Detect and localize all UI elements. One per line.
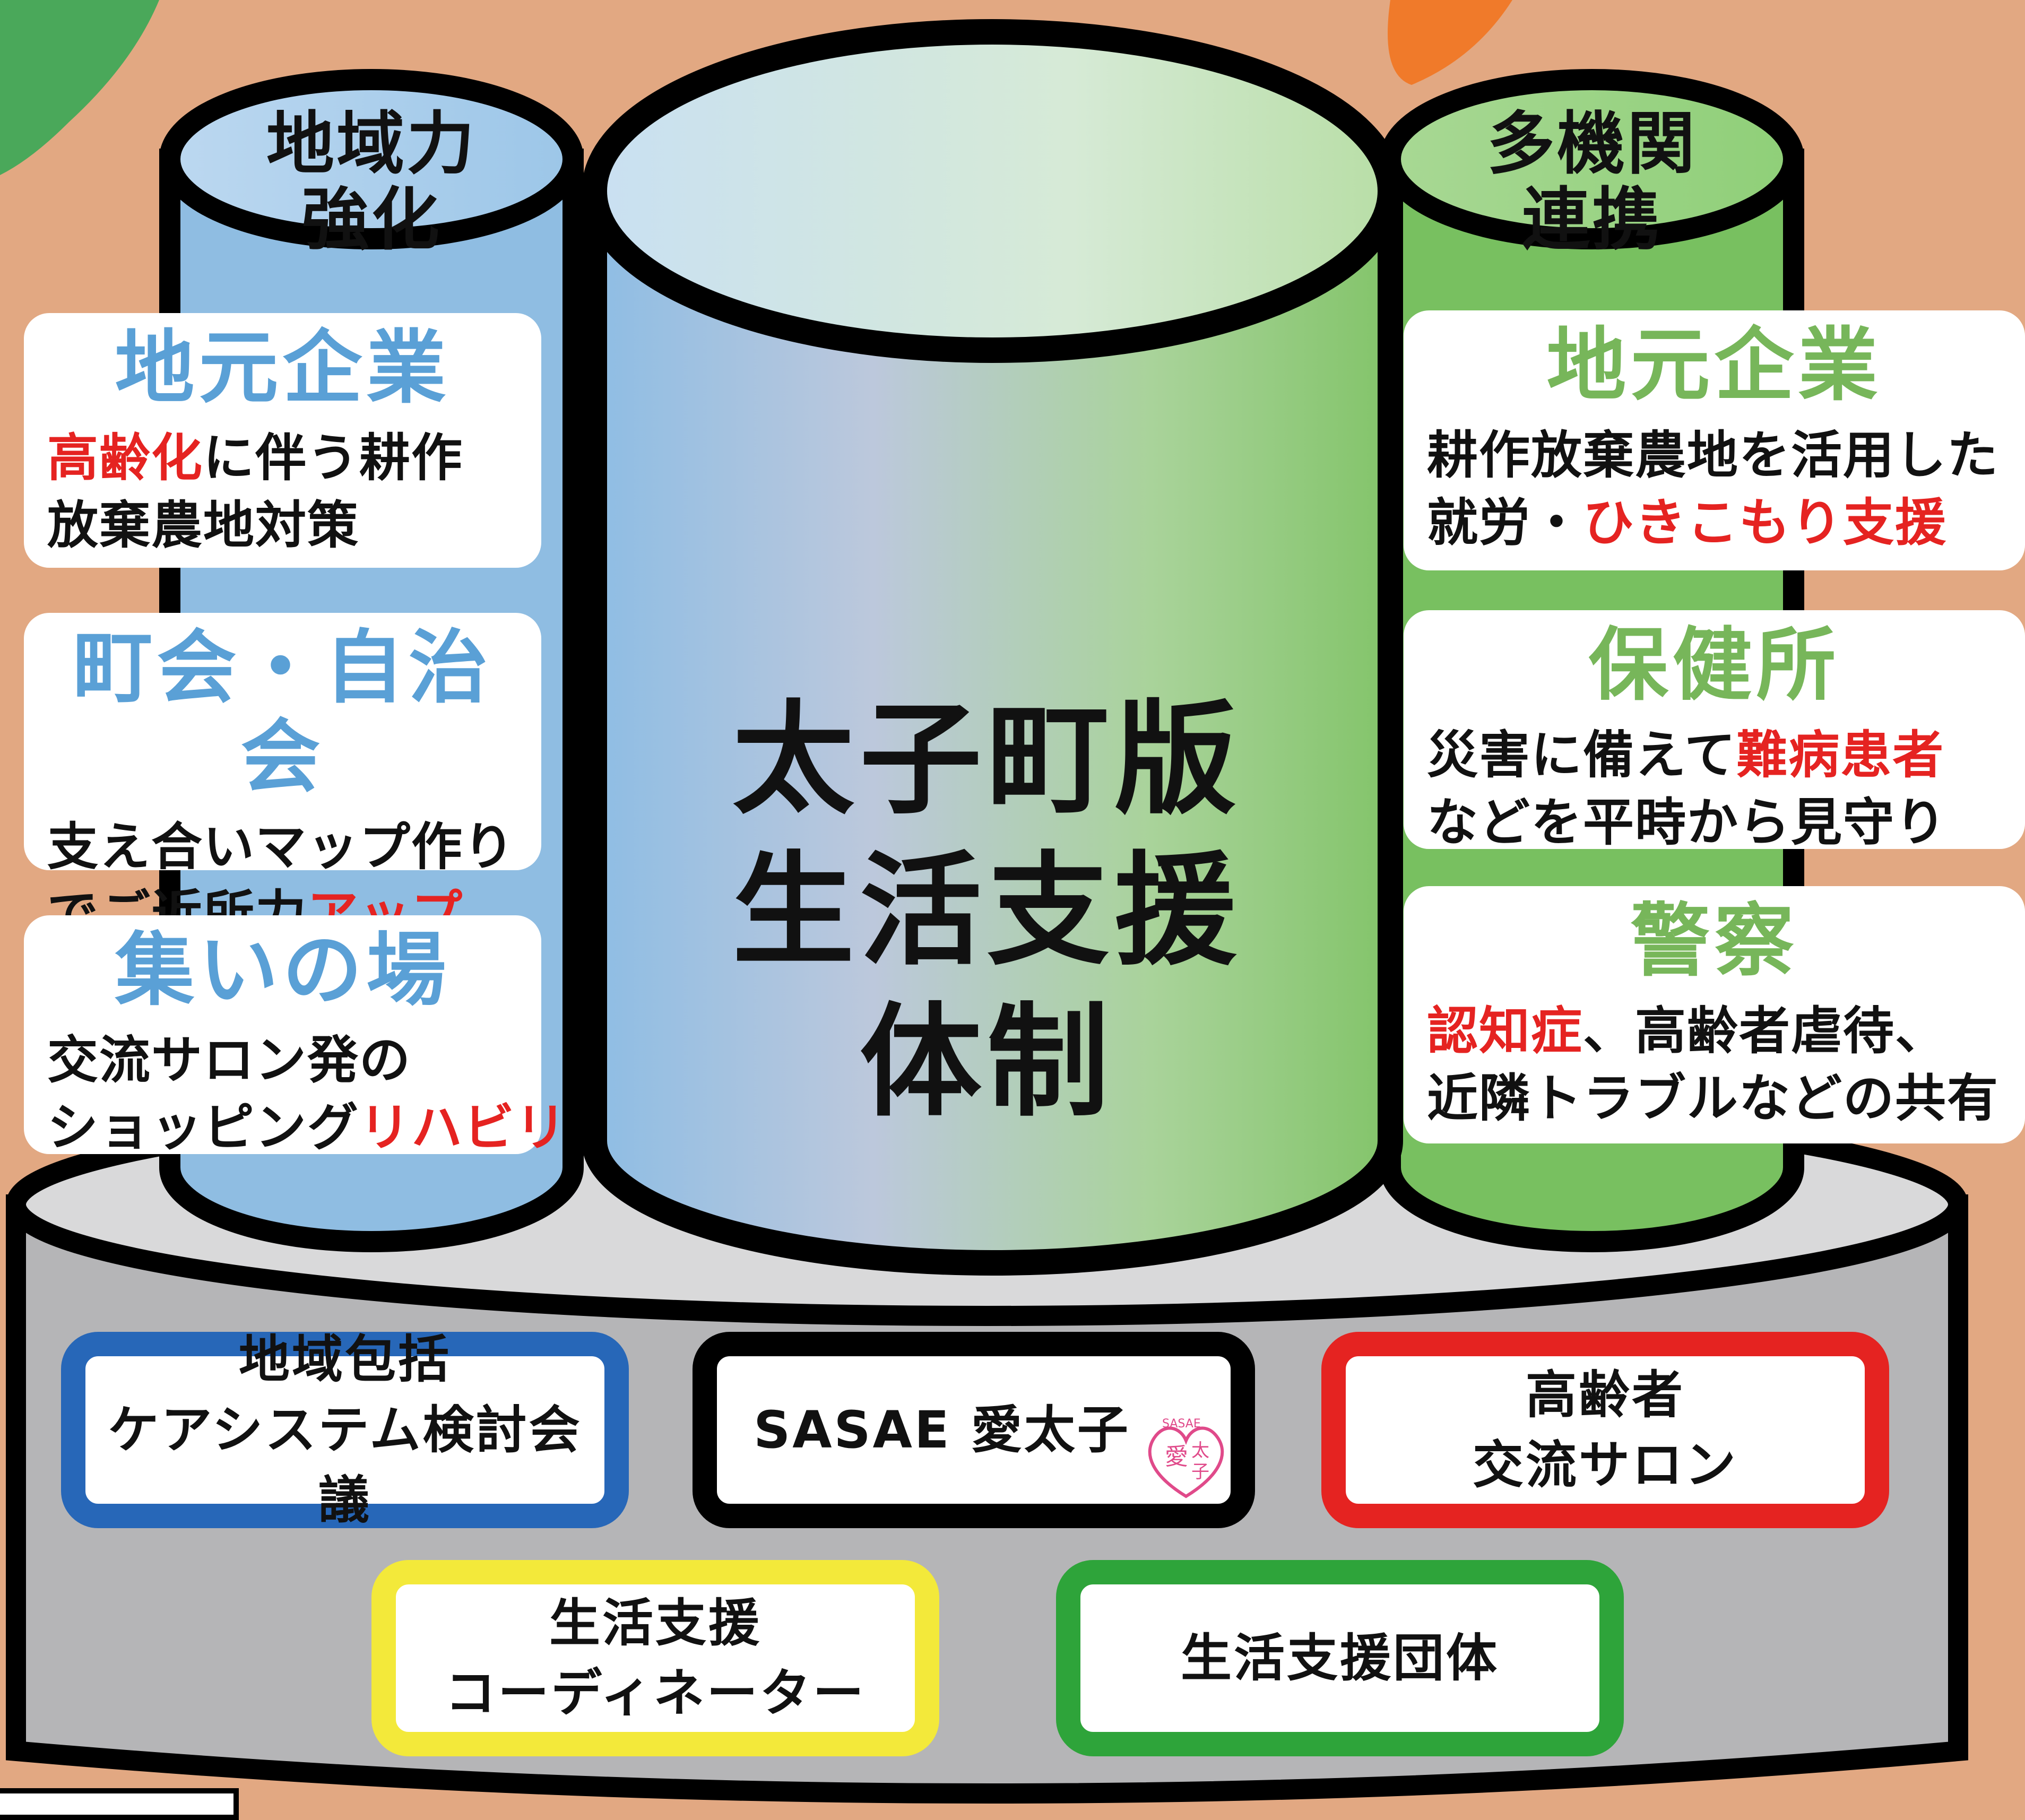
left-card-3-title: 集いの場 <box>115 924 451 1017</box>
right-card-2-title: 保健所 <box>1588 619 1840 712</box>
left-card-1: 地元企業高齢化に伴う耕作放棄農地対策 <box>24 313 541 568</box>
koreisha-salon-box: 高齢者 交流サロン <box>1321 1332 1889 1528</box>
highlighted-text: 難病患者 <box>1736 725 1945 785</box>
right-card-2-line-1: 災害に備えて難病患者 <box>1427 722 2002 789</box>
highlighted-text: 高齢化 <box>47 428 203 488</box>
corner-frame <box>0 1788 239 1820</box>
seikatsu-shien-dantai-box: 生活支援団体 <box>1056 1560 1624 1756</box>
right-card-2: 保健所災害に備えて難病患者などを平時から見守り <box>1404 610 2025 852</box>
center-title: 太子町版 生活支援 体制 <box>616 684 1358 1139</box>
chiiki-houkatsu-line-1: 地域包括 <box>239 1330 451 1390</box>
card-text: 就労・ <box>1427 492 1583 552</box>
card-text: 支え合いマップ作り <box>47 817 515 877</box>
card-text: 、高齢者虐待、 <box>1583 1001 1947 1061</box>
logo-text-ai: 愛 <box>1165 1443 1188 1470</box>
left-card-2-line-1: 支え合いマップ作り <box>47 813 518 881</box>
card-text: 放棄農地対策 <box>47 495 359 555</box>
left-card-3-line-2: ショッピングリハビリ <box>47 1094 566 1162</box>
seikatsu-shien-dantai-label: 生活支援団体 <box>1181 1628 1499 1688</box>
left-column-title-line-2: 強化 <box>301 180 442 260</box>
decorative-orange-stroke <box>1388 0 1512 85</box>
right-card-3-title: 警察 <box>1630 895 1798 987</box>
right-card-3: 警察認知症、高齢者虐待、近隣トラブルなどの共有 <box>1404 886 2025 1143</box>
right-card-3-line-1: 認知症、高齢者虐待、 <box>1427 998 2002 1065</box>
right-card-1-title: 地元企業 <box>1546 319 1882 412</box>
left-card-1-line-1: 高齢化に伴う耕作 <box>47 424 518 492</box>
right-card-1-line-1: 耕作放棄農地を活用した <box>1427 422 2002 489</box>
left-card-1-title: 地元企業 <box>115 322 451 414</box>
right-card-1-line-2: 就労・ひきこもり支援 <box>1427 489 2002 557</box>
coordinator-box: 生活支援 コーディネーター <box>371 1560 939 1756</box>
highlighted-text: 認知症 <box>1427 1001 1583 1061</box>
center-cylinder <box>582 19 1403 1276</box>
left-column-title: 地域力 強化 <box>239 106 504 258</box>
center-title-line-3: 体制 <box>859 992 1114 1134</box>
right-column-title-line-1: 多機関 <box>1486 105 1697 184</box>
coordinator-line-2: コーディネーター <box>445 1663 866 1723</box>
right-column-title: 多機関 連携 <box>1449 106 1735 258</box>
left-card-2-title: 町会・自治会 <box>73 622 492 803</box>
sasae-box: SASAE 愛太子 <box>693 1332 1255 1528</box>
card-text: 近隣トラブルなどの共有 <box>1427 1068 1999 1128</box>
card-text: ショッピング <box>47 1097 359 1157</box>
left-column-title-line-1: 地域力 <box>266 105 477 184</box>
card-text: 交流サロン発の <box>47 1030 411 1090</box>
sasae-label: SASAE 愛太子 <box>754 1400 1130 1460</box>
decorative-green-leaf <box>0 0 159 175</box>
left-card-1-line-2: 放棄農地対策 <box>47 492 518 559</box>
card-text: などを平時から見守り <box>1427 792 1947 852</box>
logo-text-sasae: SASAE <box>1162 1417 1201 1431</box>
left-card-2: 町会・自治会支え合いマップ作りでご近所力アップ <box>24 613 541 944</box>
left-card-3: 集いの場交流サロン発のショッピングリハビリ <box>24 915 566 1157</box>
coordinator-line-1: 生活支援 <box>549 1593 761 1653</box>
right-column-title-line-2: 連携 <box>1521 180 1662 260</box>
card-text: に伴う耕作 <box>203 428 463 488</box>
right-card-1: 地元企業耕作放棄農地を活用した就労・ひきこもり支援 <box>1404 310 2025 570</box>
card-text: 災害に備えて <box>1427 725 1737 785</box>
left-card-3-line-1: 交流サロン発の <box>47 1027 518 1094</box>
right-card-3-line-2: 近隣トラブルなどの共有 <box>1427 1065 2002 1132</box>
logo-text-ta: 太 <box>1191 1440 1209 1461</box>
chiiki-houkatsu-box: 地域包括 ケアシステム検討会議 <box>61 1330 629 1530</box>
card-text: 耕作放棄農地を活用した <box>1427 426 1999 485</box>
logo-text-ko: 子 <box>1191 1461 1209 1483</box>
koreisha-salon-line-1: 高齢者 <box>1526 1365 1685 1425</box>
koreisha-salon-line-2: 交流サロン <box>1473 1435 1738 1495</box>
center-title-line-2: 生活支援 <box>732 840 1242 983</box>
center-title-line-1: 太子町版 <box>732 689 1242 831</box>
highlighted-text: ひきこもり支援 <box>1583 492 1947 552</box>
right-card-2-line-2: などを平時から見守り <box>1427 789 2002 856</box>
highlighted-text: リハビリ <box>359 1097 567 1157</box>
sasae-logo-icon: SASAE 愛 太 子 <box>1148 1417 1224 1498</box>
chiiki-houkatsu-line-2: ケアシステム検討会議 <box>108 1400 582 1530</box>
